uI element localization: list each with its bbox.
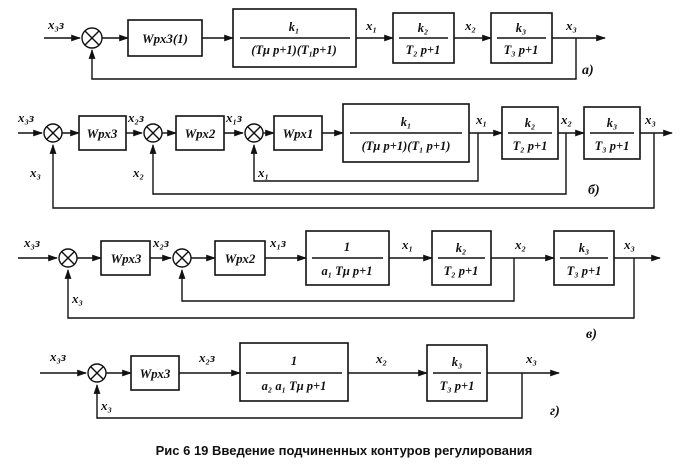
signal-label: x₂	[464, 18, 476, 33]
feedback-wire-x2	[149, 133, 567, 195]
regulator-block	[130, 355, 180, 391]
plant2-numerator: k₂	[525, 116, 536, 130]
signal-label: x₃з	[49, 349, 66, 364]
signal-label: x₃з	[23, 235, 40, 250]
feedback-wire-x1	[250, 133, 479, 182]
panel-a: Wрх3(1) k₁ (Tμ p+1)(T₁p+1) k₂ T₂ p+1 k₃ …	[44, 8, 606, 80]
regulator-block	[175, 115, 225, 151]
plant3-numerator: k₃	[452, 355, 463, 369]
feedback-label: x₃	[29, 165, 41, 180]
regulator-label: Wрх3	[111, 251, 142, 266]
signal-label: x₂з	[152, 235, 169, 250]
loop1-denominator: a₁ Tμ p+1	[321, 264, 372, 278]
signal-label: x₃з	[47, 17, 64, 32]
summing-junction	[244, 123, 264, 143]
plant3-numerator: k₃	[607, 116, 618, 130]
panel-b: Wрх3 Wрх2 Wрх1 k₁ (Tμ p+1)(T₁ p+1) k₂ T₂…	[17, 103, 673, 209]
signal-label: x₂з	[198, 350, 215, 365]
panel-c: Wрх3 Wрх2 1 a₁ Tμ p+1 k₂ T₂ p+1 k₃ T₃ p+…	[18, 230, 661, 342]
plant2-denominator: T₂ p+1	[444, 264, 479, 278]
regulator-label: Wрх3(1)	[142, 31, 188, 46]
plant3-numerator: k₃	[579, 241, 590, 255]
feedback-wire-x2	[178, 258, 515, 302]
plant2-denominator: T₂ p+1	[406, 43, 441, 57]
signal-label: x₃	[565, 18, 577, 33]
plant1-denominator: (Tμ p+1)(T₁p+1)	[251, 43, 337, 57]
signal-label: x₂з	[127, 110, 144, 125]
regulator-label: Wрх2	[185, 126, 216, 141]
regulator-block	[273, 115, 323, 151]
signal-label: x₃	[525, 351, 537, 366]
signal-label: x₁	[475, 112, 487, 127]
panel-tag: б)	[588, 183, 600, 198]
signal-label: x₂	[514, 237, 526, 252]
plant1-numerator: k₁	[289, 20, 300, 34]
regulator-label: Wрх2	[225, 251, 256, 266]
regulator-label: Wрх1	[283, 126, 314, 141]
feedback-wire	[88, 38, 577, 80]
plant3-denominator: T₃ p+1	[504, 43, 539, 57]
signal-label: x₂	[560, 112, 572, 127]
feedback-label: x₃	[71, 291, 83, 306]
regulator-label: Wрх3	[87, 126, 118, 141]
plant2-numerator: k₂	[456, 241, 467, 255]
summing-junction	[87, 363, 107, 383]
feedback-wire-x3	[64, 258, 635, 319]
summing-junction	[58, 248, 78, 268]
regulator-block	[100, 240, 151, 276]
plant3-denominator: T₃ p+1	[595, 139, 630, 153]
panel-tag: в)	[586, 327, 597, 342]
plant3-denominator: T₃ p+1	[440, 379, 475, 393]
feedback-wire-x3	[49, 133, 655, 209]
signal-label: x₃з	[17, 110, 34, 125]
loop1-numerator: 1	[344, 240, 350, 254]
panel-tag: а)	[582, 63, 594, 78]
regulator-block	[214, 240, 266, 276]
feedback-label: x₃	[100, 398, 112, 413]
plant1-numerator: k₁	[401, 115, 412, 129]
plant1-denominator: (Tμ p+1)(T₁ p+1)	[362, 139, 451, 153]
loop2-numerator: 1	[291, 354, 297, 368]
signal-label: x₃	[644, 112, 656, 127]
summing-junction	[143, 123, 163, 143]
panel-d: Wрх3 1 a₂ a₁ Tμ p+1 k₃ T₃ p+1 x₃з x₂з x₂…	[40, 342, 560, 419]
plant2-denominator: T₂ p+1	[513, 139, 548, 153]
regulator-block	[78, 115, 127, 151]
closed-loop-block-2	[239, 342, 349, 402]
signal-label: x₁	[365, 18, 377, 33]
plant2-numerator: k₂	[418, 21, 429, 35]
summing-junction	[43, 123, 63, 143]
regulator-block	[127, 19, 203, 57]
feedback-label: x₁	[257, 165, 269, 180]
plant3-denominator: T₃ p+1	[567, 264, 602, 278]
feedback-label: x₂	[132, 165, 144, 180]
summing-junction	[81, 27, 103, 49]
signal-label: x₃	[623, 237, 635, 252]
summing-junction	[172, 248, 192, 268]
signal-label: x₁з	[225, 110, 242, 125]
signal-label: x₂	[375, 351, 387, 366]
signal-label: x₁з	[269, 235, 286, 250]
figure-caption: Рис 6 19 Введение подчиненных контуров р…	[156, 443, 533, 458]
loop2-denominator: a₂ a₁ Tμ p+1	[262, 379, 327, 393]
regulator-label: Wрх3	[140, 366, 171, 381]
panel-tag: г)	[550, 404, 560, 419]
signal-label: x₁	[401, 237, 413, 252]
feedback-wire-x3	[93, 373, 523, 419]
plant3-numerator: k₃	[516, 21, 527, 35]
